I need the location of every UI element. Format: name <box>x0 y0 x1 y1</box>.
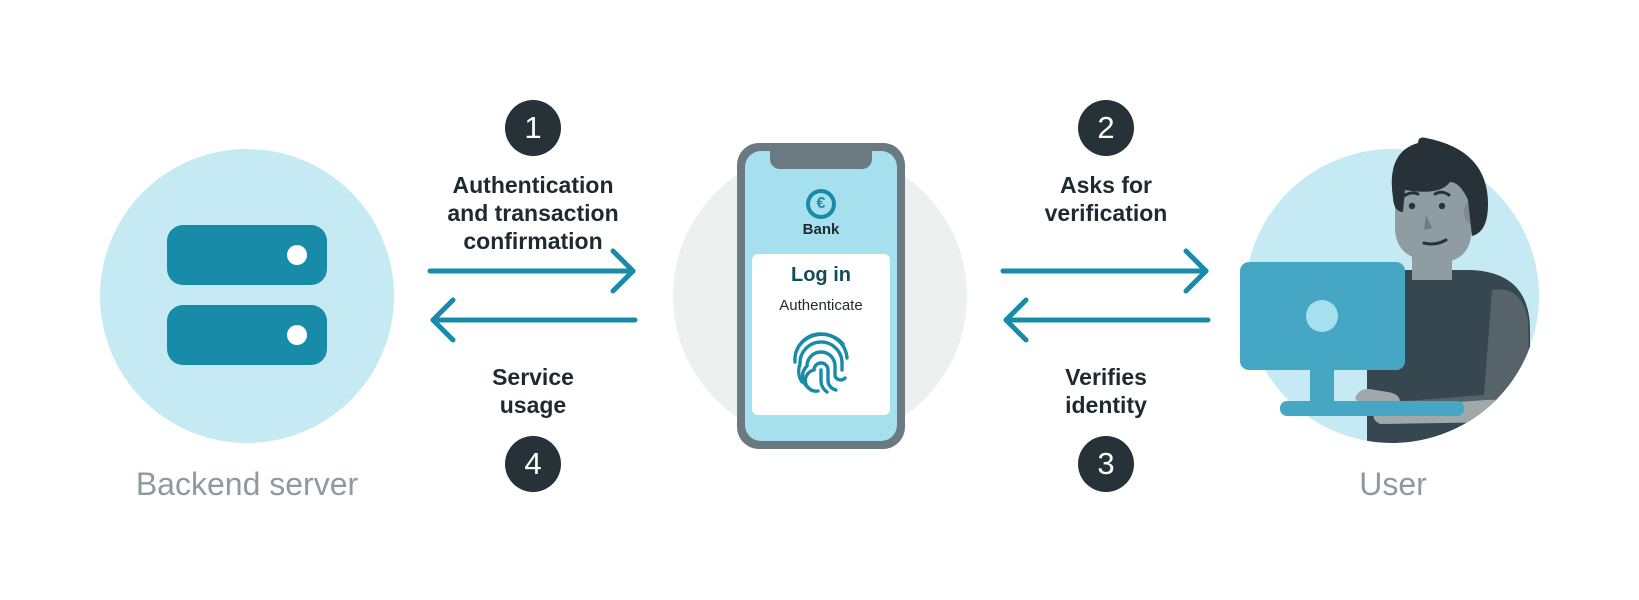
step-1-label-line-2: and transaction <box>447 200 619 226</box>
euro-icon: € <box>806 189 836 219</box>
step-1-label: Authentication and transaction confirmat… <box>413 171 653 255</box>
person-at-computer-icon <box>1240 137 1539 443</box>
step-3-label-line-1: Verifies <box>1065 364 1147 390</box>
server-drive-top <box>167 225 327 285</box>
server-drive-bottom <box>167 305 327 365</box>
step-1-badge: 1 <box>505 100 561 156</box>
user-caption: User <box>1359 466 1427 502</box>
step-4-label-line-2: usage <box>499 392 567 418</box>
step-3-badge: 3 <box>1078 436 1134 492</box>
server-led-top <box>287 245 307 265</box>
step-1-label-line-3: confirmation <box>463 228 603 254</box>
server-led-bottom <box>287 325 307 345</box>
step-2-label: Asks for verification <box>986 171 1226 227</box>
euro-glyph: € <box>810 193 832 215</box>
step-2-label-line-1: Asks for <box>1059 172 1153 198</box>
arrow-server-to-phone <box>427 248 636 294</box>
server-caption: Backend server <box>135 466 359 502</box>
smartphone-icon: € Bank Log in Authenticate <box>737 143 905 449</box>
step-4-badge: 4 <box>505 436 561 492</box>
step-4-label-line-1: Service <box>492 364 574 390</box>
step-3-label-line-2: identity <box>1065 392 1147 418</box>
bank-label: Bank <box>802 221 840 238</box>
phone-notch <box>770 143 872 169</box>
arrow-phone-to-user <box>1000 248 1209 294</box>
step-2-label-line-2: verification <box>1044 200 1168 226</box>
server-background-circle <box>100 149 394 443</box>
step-4-label: Service usage <box>413 363 653 419</box>
step-1-label-line-1: Authentication <box>452 172 614 198</box>
step-3-label: Verifies identity <box>986 363 1226 419</box>
arrow-user-to-phone <box>1003 297 1211 343</box>
fingerprint-icon[interactable] <box>790 330 852 394</box>
authenticate-label: Authenticate <box>779 297 863 314</box>
arrow-phone-to-server <box>430 297 638 343</box>
login-card[interactable]: Log in Authenticate <box>752 254 890 415</box>
step-2-badge: 2 <box>1078 100 1134 156</box>
login-title: Log in <box>791 264 851 286</box>
